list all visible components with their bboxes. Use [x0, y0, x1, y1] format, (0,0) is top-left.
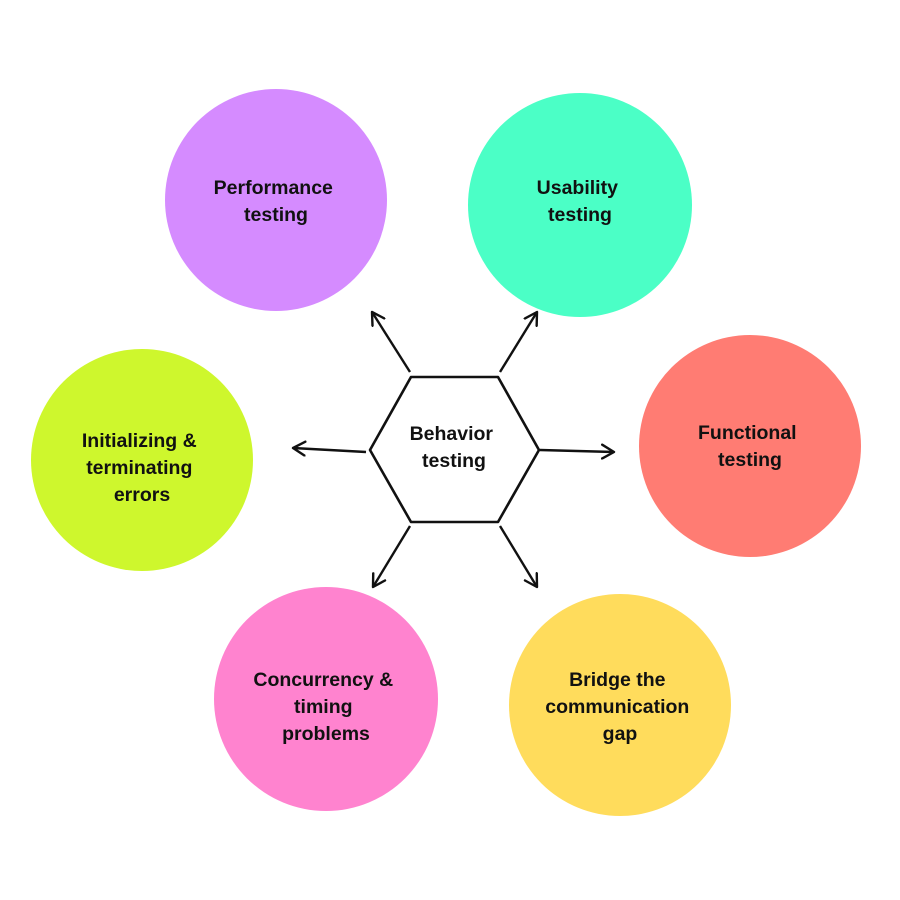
node-label-line: terminating [86, 457, 192, 479]
center-label-line: testing [422, 450, 486, 472]
node-label: Usability testing [537, 177, 624, 226]
node-circle [31, 349, 253, 571]
node-label-line: Concurrency & [253, 669, 393, 691]
arrow-to-functional [539, 450, 614, 452]
node-label-line: Functional [698, 422, 797, 444]
node-label: Bridge the communication gap [545, 669, 695, 745]
center-hexagon: Behavior testing [368, 375, 541, 524]
node-circle [165, 89, 387, 311]
arrow-to-performance [372, 312, 412, 373]
node-label-line: timing [294, 696, 353, 718]
node-label: Concurrency & timing problems [253, 669, 398, 745]
node-label-line: testing [718, 449, 782, 471]
node-label-line: Performance [214, 177, 333, 199]
node-label-line: testing [548, 204, 612, 226]
node-label-line: Bridge the [569, 669, 666, 691]
node-label: Functional testing [698, 422, 802, 471]
node-label-line: testing [244, 204, 308, 226]
arrow-to-bridge [498, 525, 537, 587]
node-usability-testing: Usability testing [468, 93, 692, 317]
center-label: Behavior testing [410, 423, 499, 472]
node-functional-testing: Functional testing [639, 335, 861, 557]
node-circle [509, 594, 731, 816]
node-label-line: problems [282, 723, 370, 745]
node-label-line: Initializing & [82, 430, 197, 452]
arrow-to-concurrency [373, 525, 412, 587]
node-label-line: errors [114, 484, 171, 506]
node-performance-testing: Performance testing [165, 89, 387, 311]
node-label-line: Usability [537, 177, 618, 199]
node-label-line: gap [603, 723, 638, 745]
connector-arrows [293, 312, 614, 587]
node-circle [214, 587, 438, 811]
node-circle [468, 93, 692, 317]
hexagon-shape [368, 375, 541, 524]
node-label: Initializing & terminating errors [82, 430, 202, 506]
node-label: Performance testing [214, 177, 339, 226]
node-label-line: communication [545, 696, 689, 718]
arrow-to-initializing [293, 448, 367, 452]
node-concurrency-timing: Concurrency & timing problems [214, 587, 438, 811]
arrow-to-usability [498, 312, 537, 373]
node-bridge-communication-gap: Bridge the communication gap [509, 594, 731, 816]
node-circle [639, 335, 861, 557]
node-initializing-terminating: Initializing & terminating errors [31, 349, 253, 571]
center-label-line: Behavior [410, 423, 494, 445]
